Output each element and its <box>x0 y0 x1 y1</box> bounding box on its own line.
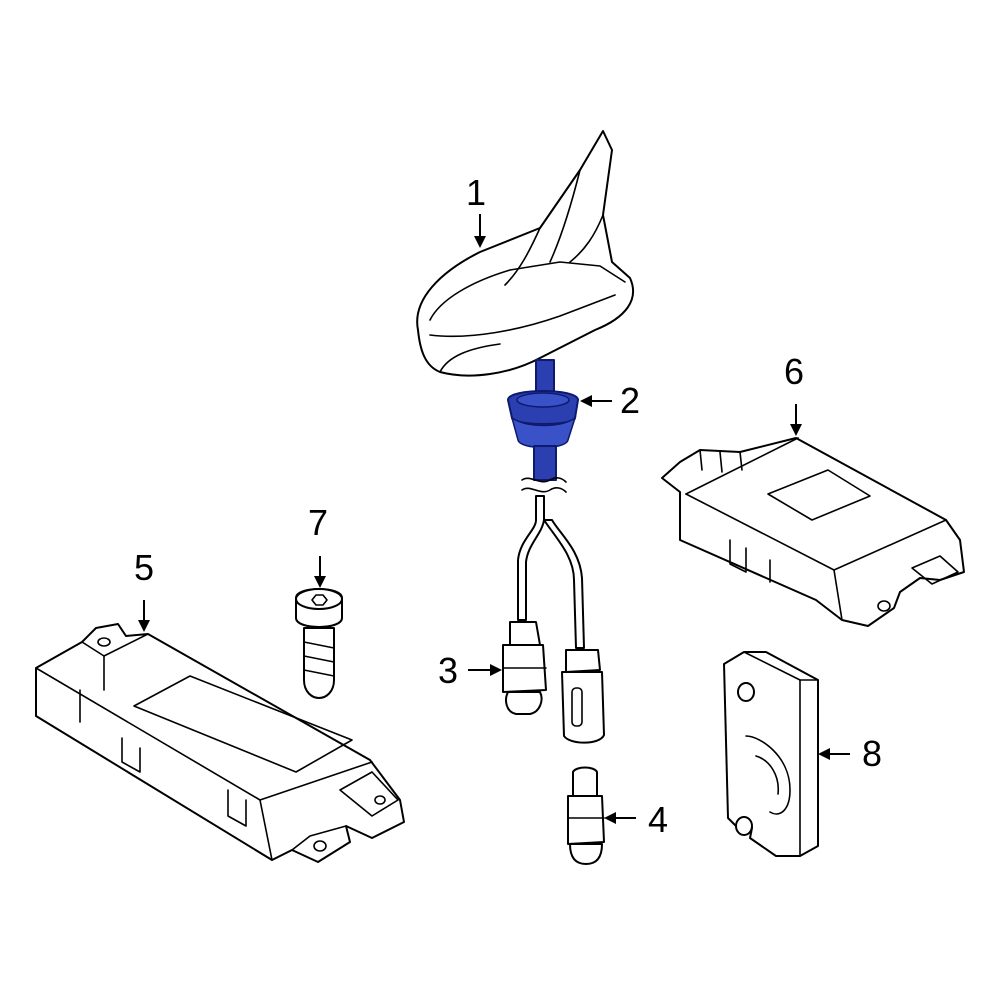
part-6-module[interactable] <box>661 437 965 627</box>
callout-label-5: 5 <box>134 547 154 588</box>
callout-label-7: 7 <box>308 502 328 543</box>
callout-label-4: 4 <box>648 799 668 840</box>
callout-2: 2 <box>580 380 640 421</box>
callout-8: 8 <box>818 733 882 774</box>
part-8-bracket[interactable] <box>723 651 819 857</box>
part-7-bolt[interactable] <box>295 588 343 699</box>
callout-3: 3 <box>438 650 502 691</box>
part-3-cable-connectors[interactable] <box>502 495 605 744</box>
part-1-antenna[interactable] <box>416 130 635 377</box>
callout-label-8: 8 <box>862 733 882 774</box>
part-2-grommet-cable[interactable] <box>507 359 579 481</box>
callout-4: 4 <box>604 799 668 840</box>
part-5-module[interactable] <box>35 623 405 863</box>
callout-label-2: 2 <box>620 380 640 421</box>
callout-label-6: 6 <box>784 351 804 392</box>
callout-label-1: 1 <box>466 172 486 213</box>
callout-7: 7 <box>308 502 328 588</box>
callout-1: 1 <box>466 172 486 248</box>
cable-break <box>521 477 567 493</box>
callout-6: 6 <box>784 351 804 436</box>
part-4-connector[interactable] <box>567 766 605 865</box>
callout-5: 5 <box>134 547 154 632</box>
callout-label-3: 3 <box>438 650 458 691</box>
